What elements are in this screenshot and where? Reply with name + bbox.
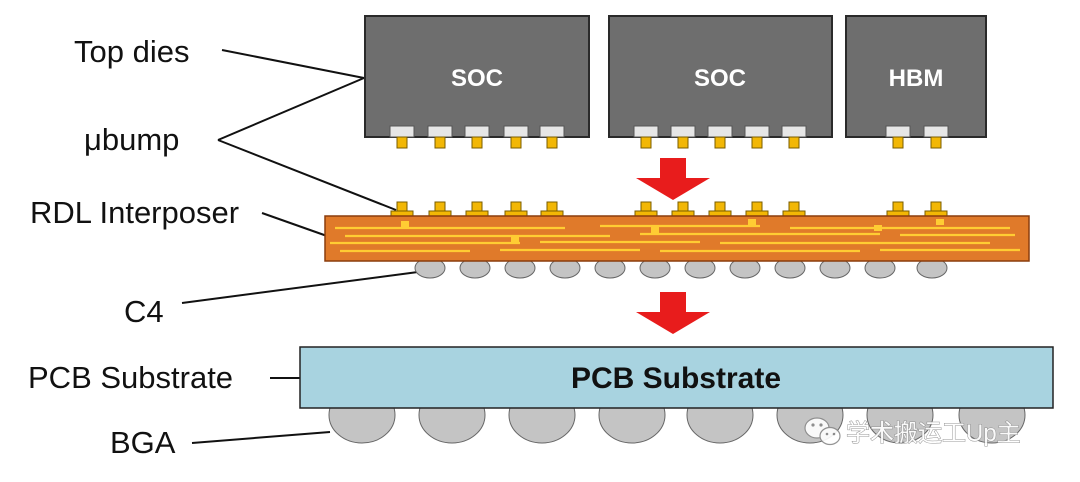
interposer-top-bumps [390,201,948,218]
ubump [510,136,522,149]
ubump [546,136,558,149]
c4-bumps [414,257,948,279]
rdl-traces [330,219,1020,253]
leader-top-dies [221,49,365,79]
ubump-pad [464,125,490,138]
leader-rdl [261,212,328,237]
label-c4: C4 [124,294,164,329]
interposer-bump [510,201,522,212]
wechat-icon [804,417,841,446]
ubump [714,136,726,149]
ubump-pad [503,125,529,138]
leader-lines [181,49,419,444]
interposer-bump [546,201,558,212]
ubump [751,136,763,149]
label-rdl-interposer: RDL Interposer [30,195,239,230]
ubump-pad [389,125,415,138]
rdl-interposer [324,215,1030,262]
ubump-pad [744,125,770,138]
interposer-bump [892,201,904,212]
interposer-bump [788,201,800,212]
pcb-substrate [299,346,1054,409]
interposer-bump [434,201,446,212]
leader-ubump-2 [217,139,397,211]
rdl-via [511,237,519,243]
rdl-via [651,227,659,233]
die-hbm [845,15,987,138]
leader-bga [191,431,331,444]
leader-ubump-1 [217,77,365,141]
ubump-pad [427,125,453,138]
ubump [396,136,408,149]
arrow-down-1 [636,158,710,200]
watermark-text: 学术搬运工Up主 [846,420,1021,447]
die-soc-2 [608,15,833,138]
watermark: 学术搬运工Up主 [804,417,1021,448]
ubump [434,136,446,149]
rdl-via [936,219,944,225]
interposer-bump [677,201,689,212]
ubump-pad [633,125,659,138]
label-top-dies: Top dies [74,34,189,69]
interposer-bump [714,201,726,212]
label-pcb-substrate: PCB Substrate [28,360,233,395]
ubump [892,136,904,149]
ubump-pad [923,125,949,138]
arrow-down-2 [636,292,710,334]
ubump-pad [670,125,696,138]
interposer-bump [751,201,763,212]
pcb-substrate-label: PCB Substrate [571,362,781,395]
ubump [640,136,652,149]
ubump [930,136,942,149]
ubump-pad [885,125,911,138]
die-label-soc-1: SOC [451,65,503,92]
label-bga: BGA [110,425,176,460]
leader-c4 [181,271,419,304]
rdl-via [401,221,409,227]
die-microbumps [389,125,949,149]
die-label-hbm: HBM [889,65,944,92]
ubump-pad [707,125,733,138]
ubump [471,136,483,149]
ubump-pad [781,125,807,138]
label-ubump: μbump [84,122,179,157]
rdl-via [748,219,756,225]
interposer-bump [640,201,652,212]
interposer-bump [396,201,408,212]
rdl-via [874,225,882,231]
ubump [677,136,689,149]
interposer-bump [930,201,942,212]
interposer-bump [471,201,483,212]
ubump-pad [539,125,565,138]
die-label-soc-2: SOC [694,65,746,92]
ubump [788,136,800,149]
